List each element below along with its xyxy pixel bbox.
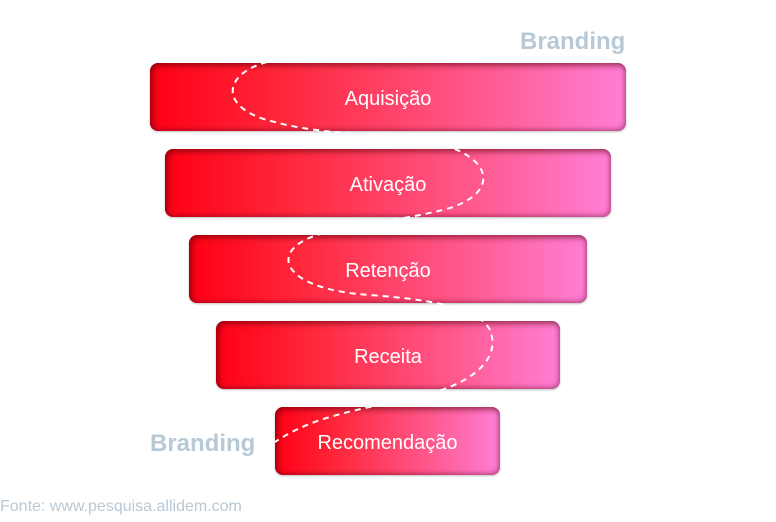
stage-label: Retenção: [345, 259, 431, 282]
funnel-stage-ativacao: Ativação: [165, 149, 611, 217]
source-text: Fonte: www.pesquisa.allidem.com: [0, 498, 242, 515]
funnel-stage-recomendacao: Recomendação: [275, 407, 500, 475]
funnel-stage-retencao: Retenção: [189, 235, 587, 303]
branding-label-top: Branding: [520, 28, 626, 55]
funnel-stage-aquisicao: Aquisição: [150, 63, 626, 131]
funnel-stage-receita: Receita: [216, 321, 560, 389]
branding-label-bottom: Branding: [150, 430, 256, 457]
stage-label: Ativação: [349, 173, 427, 196]
stage-label: Aquisição: [344, 87, 432, 110]
stage-label: Recomendação: [317, 431, 458, 454]
stage-label: Receita: [354, 345, 422, 368]
